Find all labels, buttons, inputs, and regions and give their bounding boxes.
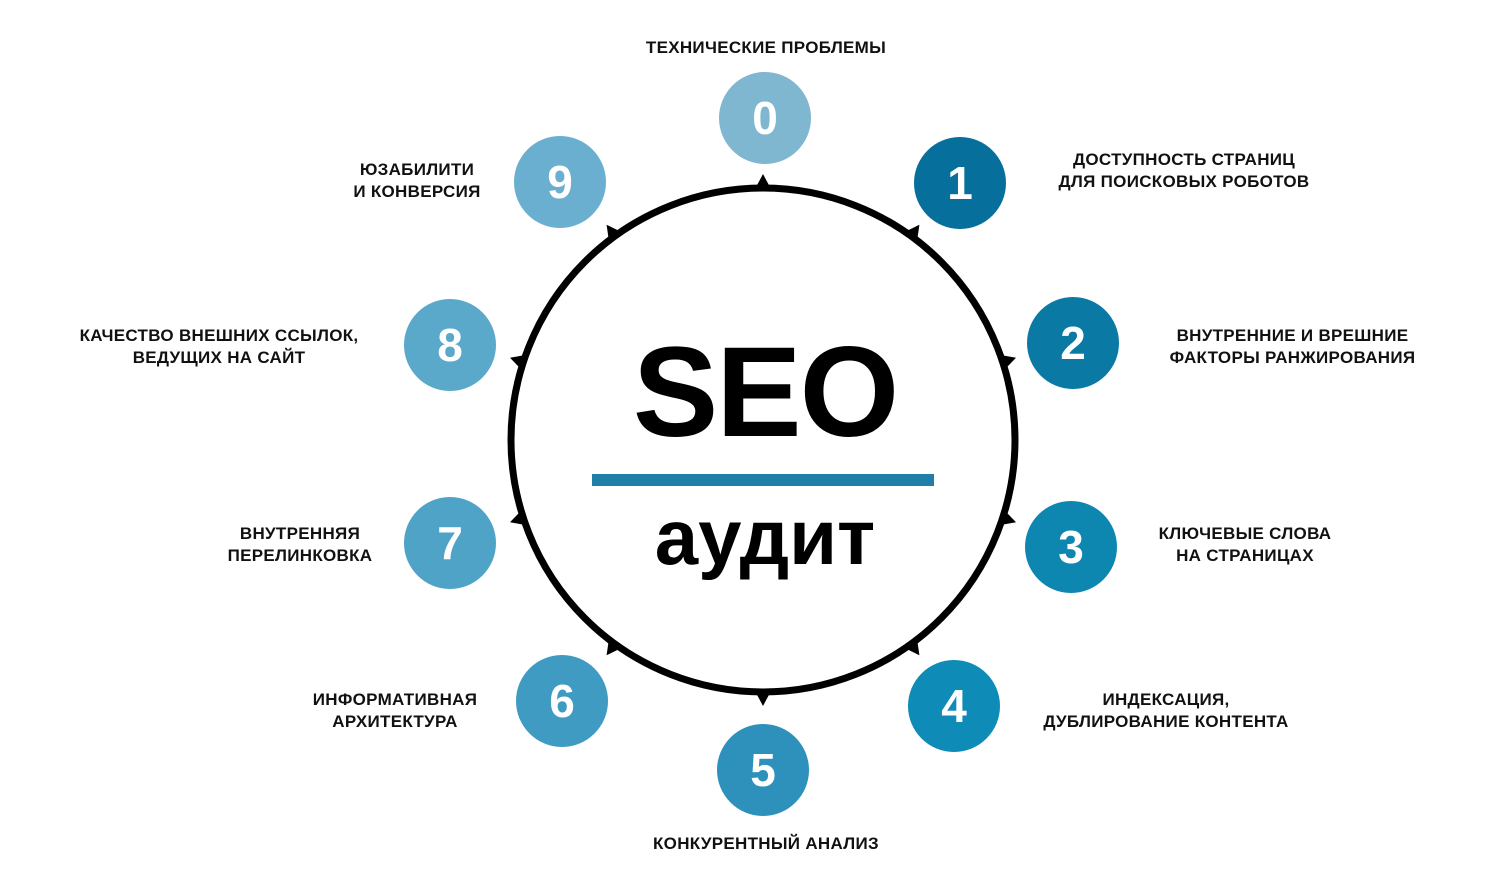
step-6-label-line-2: АРХИТЕКТУРА	[332, 712, 458, 731]
step-0-number: 0	[752, 92, 778, 144]
step-2-label: ВНУТРЕННИЕ И ВРЕШНИЕ ФАКТОРЫ РАНЖИРОВАНИ…	[1140, 325, 1445, 369]
step-1-label-line-2: ДЛЯ ПОИСКОВЫХ РОБОТОВ	[1058, 172, 1310, 191]
step-4-label-line-2: ДУБЛИРОВАНИЕ КОНТЕНТА	[1043, 712, 1289, 731]
step-8-circle: 8	[404, 299, 496, 391]
ring-marker-7	[510, 510, 527, 526]
step-7-label-line-1: ВНУТРЕННЯЯ	[239, 524, 361, 543]
ring-marker-9	[606, 224, 622, 242]
step-9-label-line-1: ЮЗАБИЛИТИ	[359, 160, 475, 179]
step-6-number: 6	[549, 675, 575, 727]
step-9-number: 9	[547, 156, 573, 208]
ring-marker-1	[904, 224, 920, 242]
step-4-label: ИНДЕКСАЦИЯ, ДУБЛИРОВАНИЕ КОНТЕНТА	[1012, 689, 1320, 733]
step-0-label-line-1: ТЕХНИЧЕСКИЕ ПРОБЛЕМЫ	[645, 38, 887, 57]
step-8-number: 8	[437, 319, 463, 371]
step-6-label: ИНФОРМАТИВНАЯ АРХИТЕКТУРА	[290, 689, 500, 733]
step-8-label-line-2: ВЕДУЩИХ НА САЙТ	[132, 348, 306, 367]
step-9-circle: 9	[514, 136, 606, 228]
step-3-label-line-2: НА СТРАНИЦАХ	[1176, 546, 1314, 565]
step-5-label-line-1: КОНКУРЕНТНЫЙ АНАЛИЗ	[653, 834, 879, 853]
step-9-label: ЮЗАБИЛИТИ И КОНВЕРСИЯ	[336, 159, 498, 203]
step-3-label: КЛЮЧЕВЫЕ СЛОВА НА СТРАНИЦАХ	[1140, 523, 1350, 567]
step-4-label-line-1: ИНДЕКСАЦИЯ,	[1102, 690, 1230, 709]
step-7-label-line-2: ПЕРЕЛИНКОВКА	[227, 546, 373, 565]
step-3-circle: 3	[1025, 501, 1117, 593]
step-8-label: КАЧЕСТВО ВНЕШНИХ ССЫЛОК, ВЕДУЩИХ НА САЙТ	[48, 325, 390, 369]
ring-marker-4	[904, 638, 920, 656]
step-7-label: ВНУТРЕННЯЯ ПЕРЕЛИНКОВКА	[208, 523, 392, 567]
step-1-label-line-1: ДОСТУПНОСТЬ СТРАНИЦ	[1072, 150, 1296, 169]
step-1-label: ДОСТУПНОСТЬ СТРАНИЦ ДЛЯ ПОИСКОВЫХ РОБОТО…	[1034, 149, 1334, 193]
step-6-label-line-1: ИНФОРМАТИВНАЯ	[312, 690, 478, 709]
ring-marker-8	[510, 354, 527, 370]
ring-marker-3	[999, 510, 1016, 526]
ring-marker-0	[755, 174, 771, 189]
step-1-number: 1	[947, 157, 973, 209]
step-7-number: 7	[437, 517, 463, 569]
step-5-number: 5	[750, 744, 776, 796]
step-2-circle: 2	[1027, 297, 1119, 389]
ring-marker-5	[755, 691, 771, 706]
step-2-label-line-1: ВНУТРЕННИЕ И ВРЕШНИЕ	[1176, 326, 1409, 345]
step-8-label-line-1: КАЧЕСТВО ВНЕШНИХ ССЫЛОК,	[79, 326, 359, 345]
step-2-number: 2	[1060, 317, 1086, 369]
title-underline	[592, 474, 934, 486]
step-2-label-line-2: ФАКТОРЫ РАНЖИРОВАНИЯ	[1169, 348, 1416, 367]
center-subtitle: аудит	[654, 493, 876, 581]
center-title: SEO	[632, 321, 899, 464]
step-6-circle: 6	[516, 655, 608, 747]
step-1-circle: 1	[914, 137, 1006, 229]
step-0-label: ТЕХНИЧЕСКИЕ ПРОБЛЕМЫ	[566, 37, 966, 59]
ring-marker-6	[606, 638, 622, 656]
step-9-label-line-2: И КОНВЕРСИЯ	[353, 182, 481, 201]
step-3-label-line-1: КЛЮЧЕВЫЕ СЛОВА	[1158, 524, 1332, 543]
step-3-number: 3	[1058, 521, 1084, 573]
step-4-number: 4	[941, 680, 967, 732]
step-5-circle: 5	[717, 724, 809, 816]
step-5-label: КОНКУРЕНТНЫЙ АНАЛИЗ	[566, 833, 966, 855]
ring-marker-2	[999, 354, 1016, 370]
step-4-circle: 4	[908, 660, 1000, 752]
step-7-circle: 7	[404, 497, 496, 589]
step-0-circle: 0	[719, 72, 811, 164]
